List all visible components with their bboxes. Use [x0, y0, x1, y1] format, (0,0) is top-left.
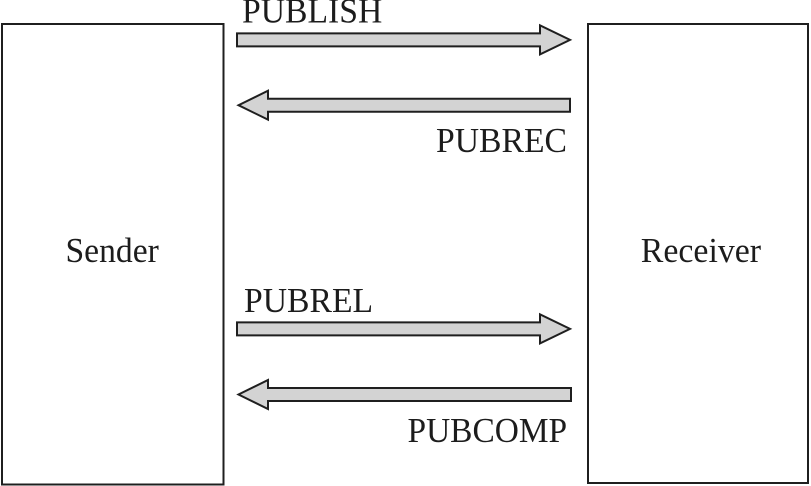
svg-text:PUBCOMP: PUBCOMP [408, 411, 568, 450]
svg-text:PUBLISH: PUBLISH [242, 0, 382, 30]
svg-text:PUBREC: PUBREC [436, 121, 567, 160]
svg-text:PUBREL: PUBREL [244, 281, 373, 320]
svg-text:Receiver: Receiver [641, 231, 762, 270]
svg-text:Sender: Sender [66, 231, 160, 270]
